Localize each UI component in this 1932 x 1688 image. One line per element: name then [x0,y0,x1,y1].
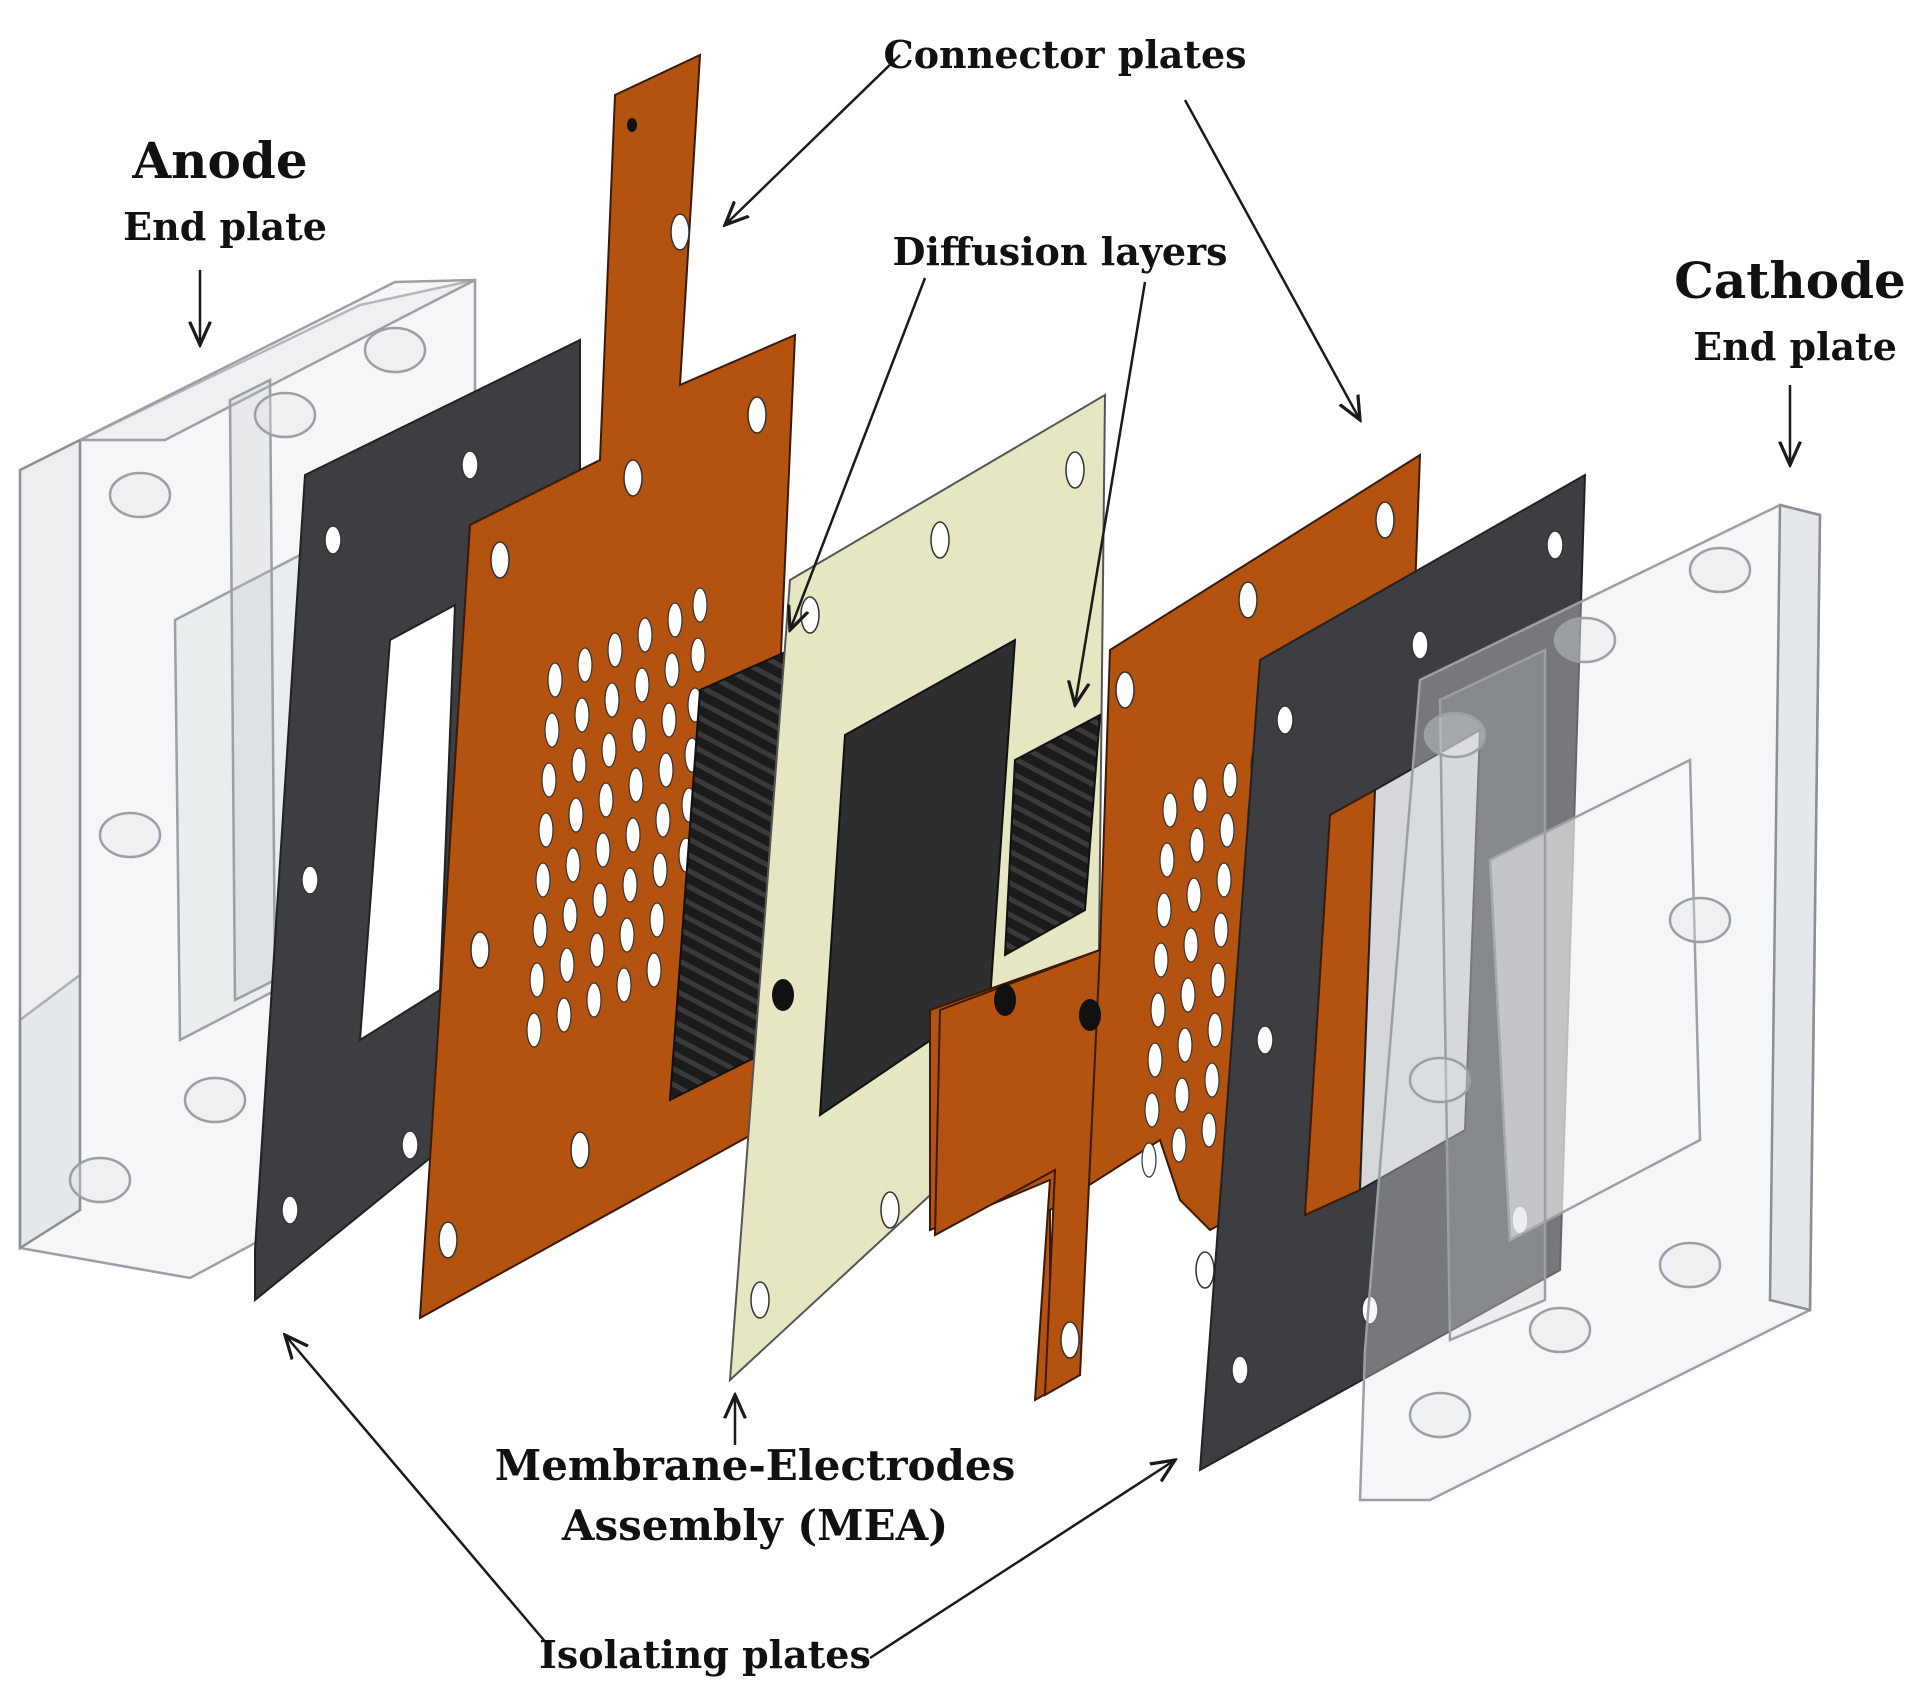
cathode-diffusion-layer [1003,713,1102,957]
label-connector-plates: Connector plates [883,32,1246,77]
label-diffusion-layers: Diffusion layers [893,229,1228,274]
arrow-connector-anode [725,54,901,225]
cathode-end-plate [1358,503,1822,1502]
label-anode: Anode [131,131,307,190]
anode-isolating-plate [254,338,581,1303]
anode-connector-hole-grid [526,587,708,1048]
arrow-diffusion-cathode [1075,281,1147,705]
cathode-connector-holes [994,501,1395,1359]
arrow-diffusion-anode [790,277,927,630]
label-anode-end-plate: End plate [123,204,327,249]
anode-connector-holes [438,118,767,1259]
cathode-isolating-plate [1198,473,1587,1472]
anode-isolator-holes [281,450,479,1225]
label-cathode: Cathode [1674,251,1906,310]
arrow-isolating-cathode [869,1460,1175,1660]
labels: Anode End plate Cathode End plate Connec… [123,32,1906,1677]
label-mea-line1: Membrane-Electrodes [495,1441,1016,1490]
label-cathode-end-plate: End plate [1693,324,1897,369]
arrow-connector-cathode [1183,99,1360,420]
annotation-arrows [200,54,1790,1660]
arrow-isolating-anode [285,1335,549,1646]
cathode-bolts [1408,546,1752,1439]
label-mea-line2: Assembly (MEA) [561,1501,948,1550]
label-isolating-plates: Isolating plates [539,1632,871,1677]
